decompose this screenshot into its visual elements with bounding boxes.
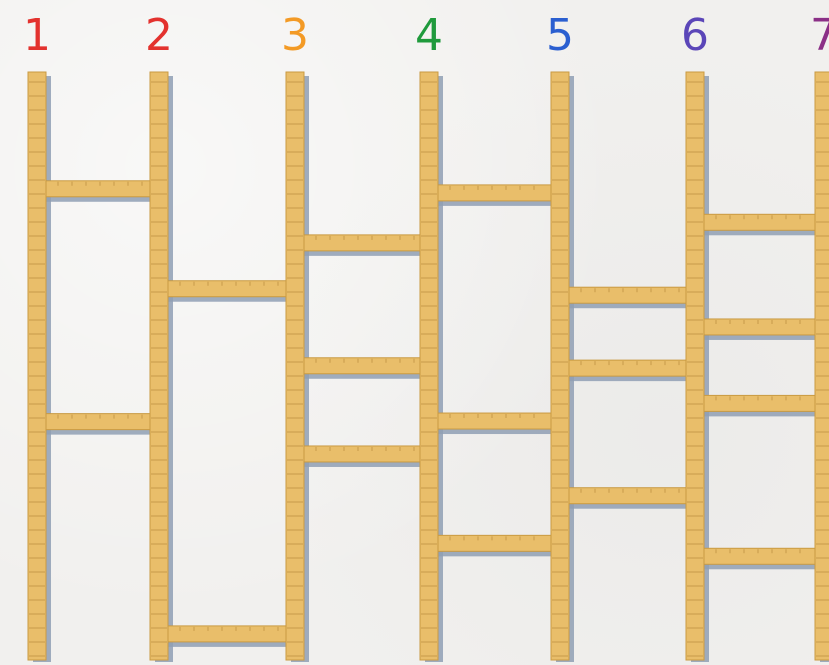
- rung-bar: [167, 626, 287, 642]
- rail-label-4: 4: [415, 10, 443, 61]
- rung-1-2-1: [45, 181, 151, 202]
- rail-label-2: 2: [145, 10, 173, 61]
- rung-bar: [568, 287, 687, 303]
- rung-5-6-12: [568, 360, 687, 381]
- rung-3-4-5: [303, 235, 421, 256]
- rung-bar: [45, 181, 151, 197]
- rung-6-7-16: [703, 395, 816, 416]
- rung-bar: [437, 185, 552, 201]
- rung-bar: [437, 535, 552, 551]
- rung-bar: [167, 281, 287, 297]
- rung-bar: [703, 548, 816, 564]
- rung-bar: [703, 395, 816, 411]
- rail-1: [28, 72, 46, 660]
- rung-4-5-10: [437, 535, 552, 556]
- rung-bar: [303, 235, 421, 251]
- rung-6-7-15: [703, 319, 816, 340]
- rung-3-4-6: [303, 358, 421, 379]
- rung-6-7-17: [703, 548, 816, 569]
- rung-2-3-4: [167, 626, 287, 647]
- rail-6: [686, 72, 704, 660]
- label-layer: 1 2 3 4 5 6 7: [23, 10, 829, 61]
- rung-bar: [437, 413, 552, 429]
- rail-5: [551, 72, 569, 660]
- rung-1-2-2: [45, 414, 151, 435]
- rail-3: [286, 72, 304, 660]
- rail-label-7: 7: [810, 10, 829, 61]
- rung-bar: [703, 214, 816, 230]
- rail-label-3: 3: [281, 10, 309, 61]
- rail-label-5: 5: [546, 10, 574, 61]
- rung-bar: [303, 358, 421, 374]
- rung-bar: [568, 488, 687, 504]
- rail-4: [420, 72, 438, 660]
- rung-5-6-13: [568, 488, 687, 509]
- rung-3-4-7: [303, 446, 421, 467]
- rail-2: [150, 72, 168, 660]
- rung-4-5-8: [437, 185, 552, 206]
- rung-4-5-9: [437, 413, 552, 434]
- rail-label-1: 1: [23, 10, 51, 61]
- rung-5-6-11: [568, 287, 687, 308]
- rung-bar: [303, 446, 421, 462]
- rail-7: [815, 72, 829, 660]
- rail-label-6: 6: [681, 10, 709, 61]
- rung-bar: [45, 414, 151, 430]
- rung-bar: [703, 319, 816, 335]
- rung-bar: [568, 360, 687, 376]
- rung-6-7-14: [703, 214, 816, 235]
- rung-2-3-3: [167, 281, 287, 302]
